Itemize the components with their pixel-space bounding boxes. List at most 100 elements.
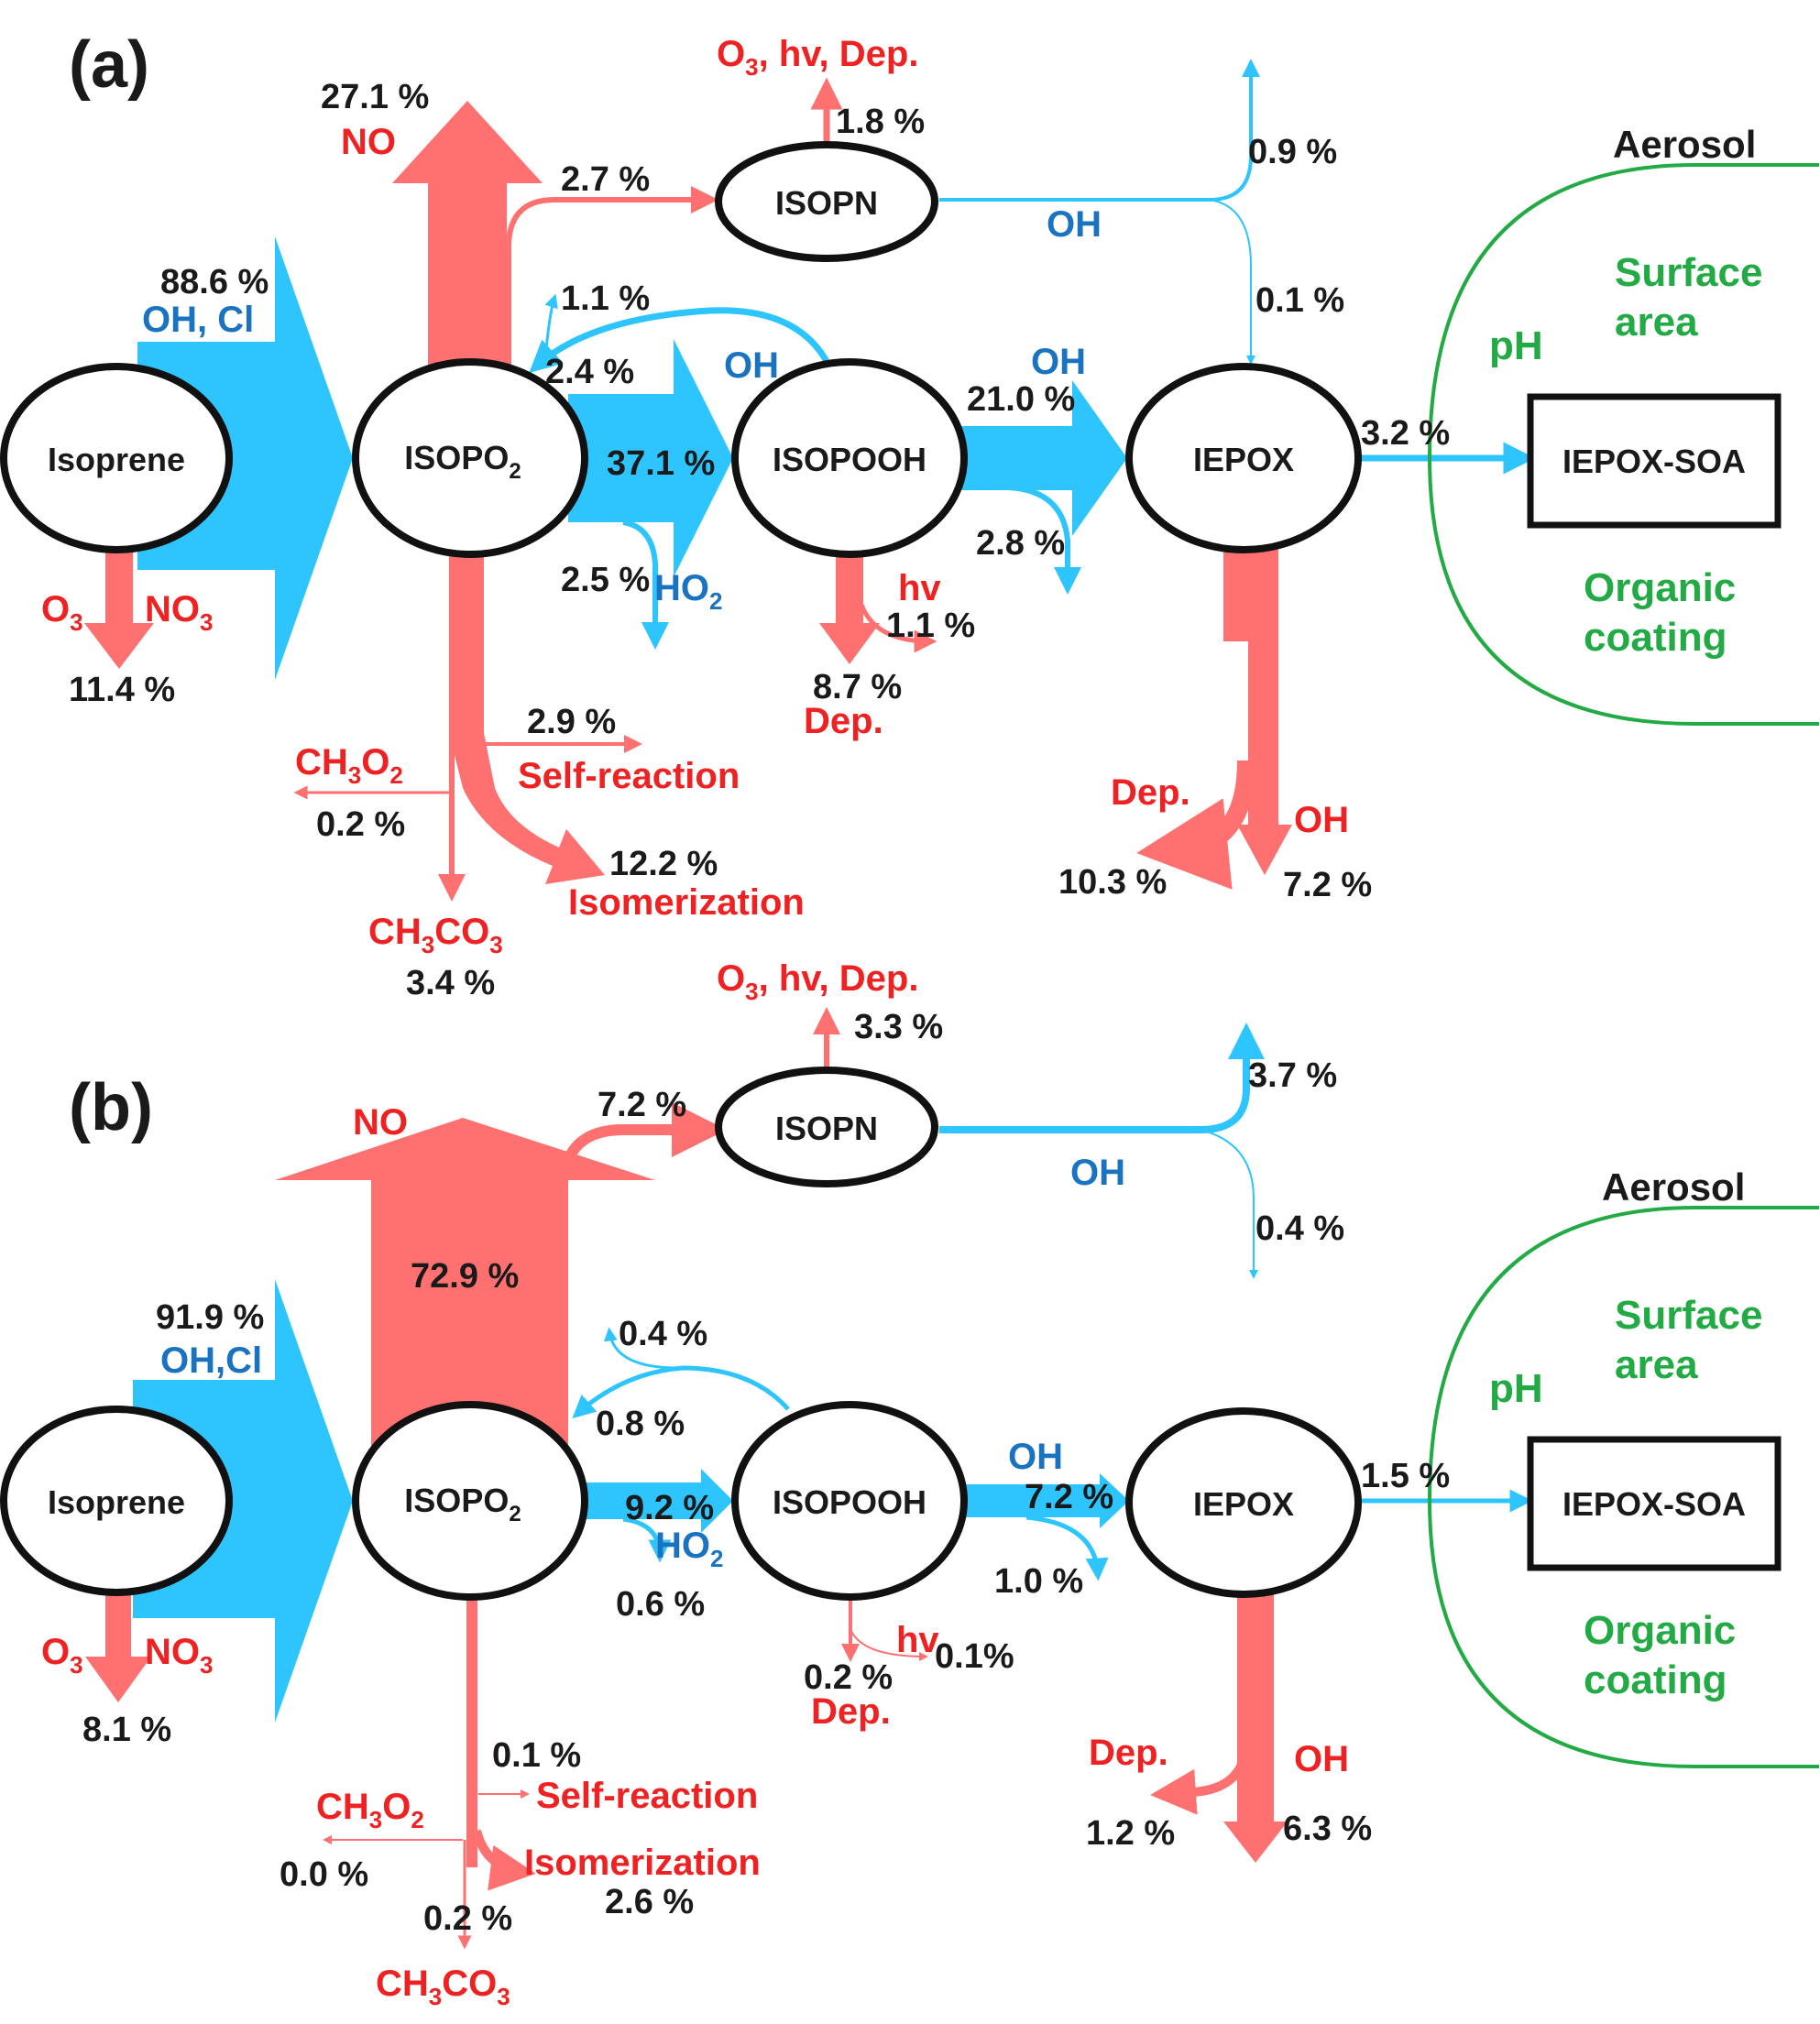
flux-arrow-iepox-oh [1223, 545, 1292, 875]
node-iepox-ellipse [1125, 1407, 1362, 1598]
flux-arrow-no [275, 1118, 655, 1446]
flux-arrow-isopn-oh [939, 1023, 1265, 1133]
panel-b-label: (b) [69, 1071, 153, 1144]
label-surface: Surface [1615, 1293, 1762, 1338]
panel-a-label: (a) [69, 28, 149, 102]
label-iepox-loss-oh: OH [1294, 1739, 1349, 1779]
label-ph: pH [1489, 1366, 1543, 1411]
pct-isoprene-ox: 91.9 % [156, 1298, 264, 1337]
flux-arrow-isopo2-isopooh [587, 1469, 733, 1533]
pct-isopooh-back-out: 1.1 % [561, 279, 650, 318]
pct-isopooh-back: 0.8 % [596, 1405, 685, 1443]
panel-b: (b) IEPOX-SOA [0, 958, 1819, 2010]
node-isopn-ellipse [715, 141, 938, 262]
flux-arrow-iepox-side [1007, 485, 1081, 595]
pct-no: 27.1 % [321, 78, 429, 116]
pct-isopooh-back-out: 0.4 % [619, 1315, 707, 1353]
label-iepox-loss-oh: OH [1294, 800, 1349, 840]
pct-no: 72.9 % [411, 1257, 519, 1296]
pct-iepox: 7.2 % [1025, 1478, 1113, 1516]
pct-ho2-loss: 2.5 % [561, 561, 650, 599]
pct-ch3co3: 3.4 % [406, 964, 495, 1002]
label-ho2: HO2 [654, 568, 722, 615]
node-isopooh-ellipse [731, 358, 968, 558]
panel-a: (a) [0, 28, 1819, 1002]
node-isopn-ellipse [715, 1067, 938, 1187]
pct-isopn-oh-out: 0.9 % [1248, 133, 1337, 171]
label-no: NO [353, 1102, 408, 1143]
pct-isopooh-hv: 1.1 % [886, 607, 975, 645]
node-isoprene-ellipse [0, 363, 233, 553]
flux-arrow-isoprene-isopo2 [133, 1279, 353, 1723]
label-o3: O3 [41, 589, 83, 636]
flux-arrow-isopooh-back [529, 307, 833, 374]
label-no3: NO3 [145, 1632, 213, 1679]
pct-isomerization: 2.6 % [605, 1883, 694, 1921]
node-isopooh: ISOPOOH [773, 441, 926, 478]
pct-ho2-loss: 0.6 % [616, 1585, 705, 1624]
flux-arrow-isopo2-isopn [506, 186, 718, 367]
label-area: area [1615, 300, 1698, 345]
label-surface: Surface [1615, 250, 1762, 295]
flux-arrow-ho2-loss [622, 1516, 672, 1563]
node-isopn: ISOPN [775, 1110, 878, 1147]
pct-iepox-oh: 6.3 % [1283, 1810, 1372, 1848]
flux-arrow-iepox-dep [1150, 1738, 1251, 1815]
pct-isopn-iepox: 0.4 % [1255, 1209, 1344, 1248]
pct-iepox-oh: 7.2 % [1283, 866, 1372, 904]
pct-self-reaction: 2.9 % [527, 703, 616, 741]
flux-arrow-ho2-loss [622, 520, 669, 650]
label-self-reaction: Self-reaction [536, 1776, 758, 1816]
node-isopo2: ISOPO2 [404, 1482, 521, 1526]
iepox-soa-box [1527, 1436, 1782, 1571]
node-isopooh: ISOPOOH [773, 1483, 926, 1521]
flux-arrow-isopooh-iepox [962, 1473, 1129, 1528]
flux-arrow-isopooh-hv [850, 1628, 928, 1661]
pct-iepox: 21.0 % [967, 380, 1075, 419]
pct-isoprene-o3-no3: 8.1 % [82, 1711, 171, 1749]
node-isopo2-ellipse [352, 1401, 588, 1601]
pct-soa: 3.2 % [1361, 414, 1450, 453]
label-area: area [1615, 1342, 1698, 1387]
pct-isopn-oh-out: 3.7 % [1248, 1056, 1337, 1095]
label-isopn-sinks: O3, hv, Dep. [717, 958, 918, 1005]
pct-ch3o2: 0.2 % [316, 805, 405, 844]
label-no3: NO3 [145, 589, 213, 636]
label-iepox-oh: OH [1008, 1437, 1063, 1477]
flux-arrow-isopo2-down [449, 531, 605, 884]
pct-isopooh: 37.1 % [607, 444, 715, 483]
flux-arrow-iepox-oh [1223, 1591, 1288, 1863]
label-oh-cl: OH,Cl [160, 1340, 262, 1381]
label-isopn-oh: OH [1070, 1153, 1125, 1193]
pct-isopn: 7.2 % [598, 1086, 686, 1124]
flux-arrow-isopooh-iepox [958, 380, 1127, 536]
label-iepox-dep: Dep. [1089, 1733, 1168, 1773]
aerosol-boundary [1427, 1206, 1819, 1768]
flux-arrow-isopn-iepox [1209, 199, 1255, 365]
flux-arrow-isoprene-o3-no3 [84, 541, 154, 669]
label-coating: coating [1584, 615, 1727, 660]
flux-arrow-isopn-oh [939, 59, 1260, 202]
pct-isopn-o3: 1.8 % [836, 103, 925, 141]
node-iepox-ellipse [1125, 363, 1362, 553]
flux-arrow-no-shaft [392, 101, 543, 367]
flux-arrow-isopooh-dep [819, 554, 880, 664]
flux-arrow-isopooh-back-out [543, 293, 558, 358]
node-isopn: ISOPN [775, 184, 878, 222]
node-iepox: IEPOX [1193, 441, 1294, 478]
label-ch3co3: CH3CO3 [368, 912, 503, 958]
label-oh-cl: OH, Cl [142, 300, 254, 340]
pct-ch3co3: 0.2 % [423, 1899, 512, 1938]
label-isomerization: Isomerization [524, 1843, 761, 1883]
flux-arrow-iepox-side [1025, 1515, 1109, 1581]
label-aerosol: Aerosol [1602, 1165, 1745, 1209]
pct-isopooh-dep: 8.7 % [813, 668, 902, 706]
label-isomerization: Isomerization [568, 882, 805, 923]
flux-arrow-isoprene-o3-no3 [85, 1585, 151, 1702]
label-hv: hv [896, 1620, 939, 1660]
flux-arrow-isopooh-back [572, 1365, 790, 1419]
flux-arrow-isopo2-isopooh [568, 339, 733, 577]
label-iepox-oh: OH [1031, 342, 1086, 382]
pct-isopooh: 9.2 % [625, 1489, 714, 1527]
node-isopooh-ellipse [731, 1401, 968, 1601]
